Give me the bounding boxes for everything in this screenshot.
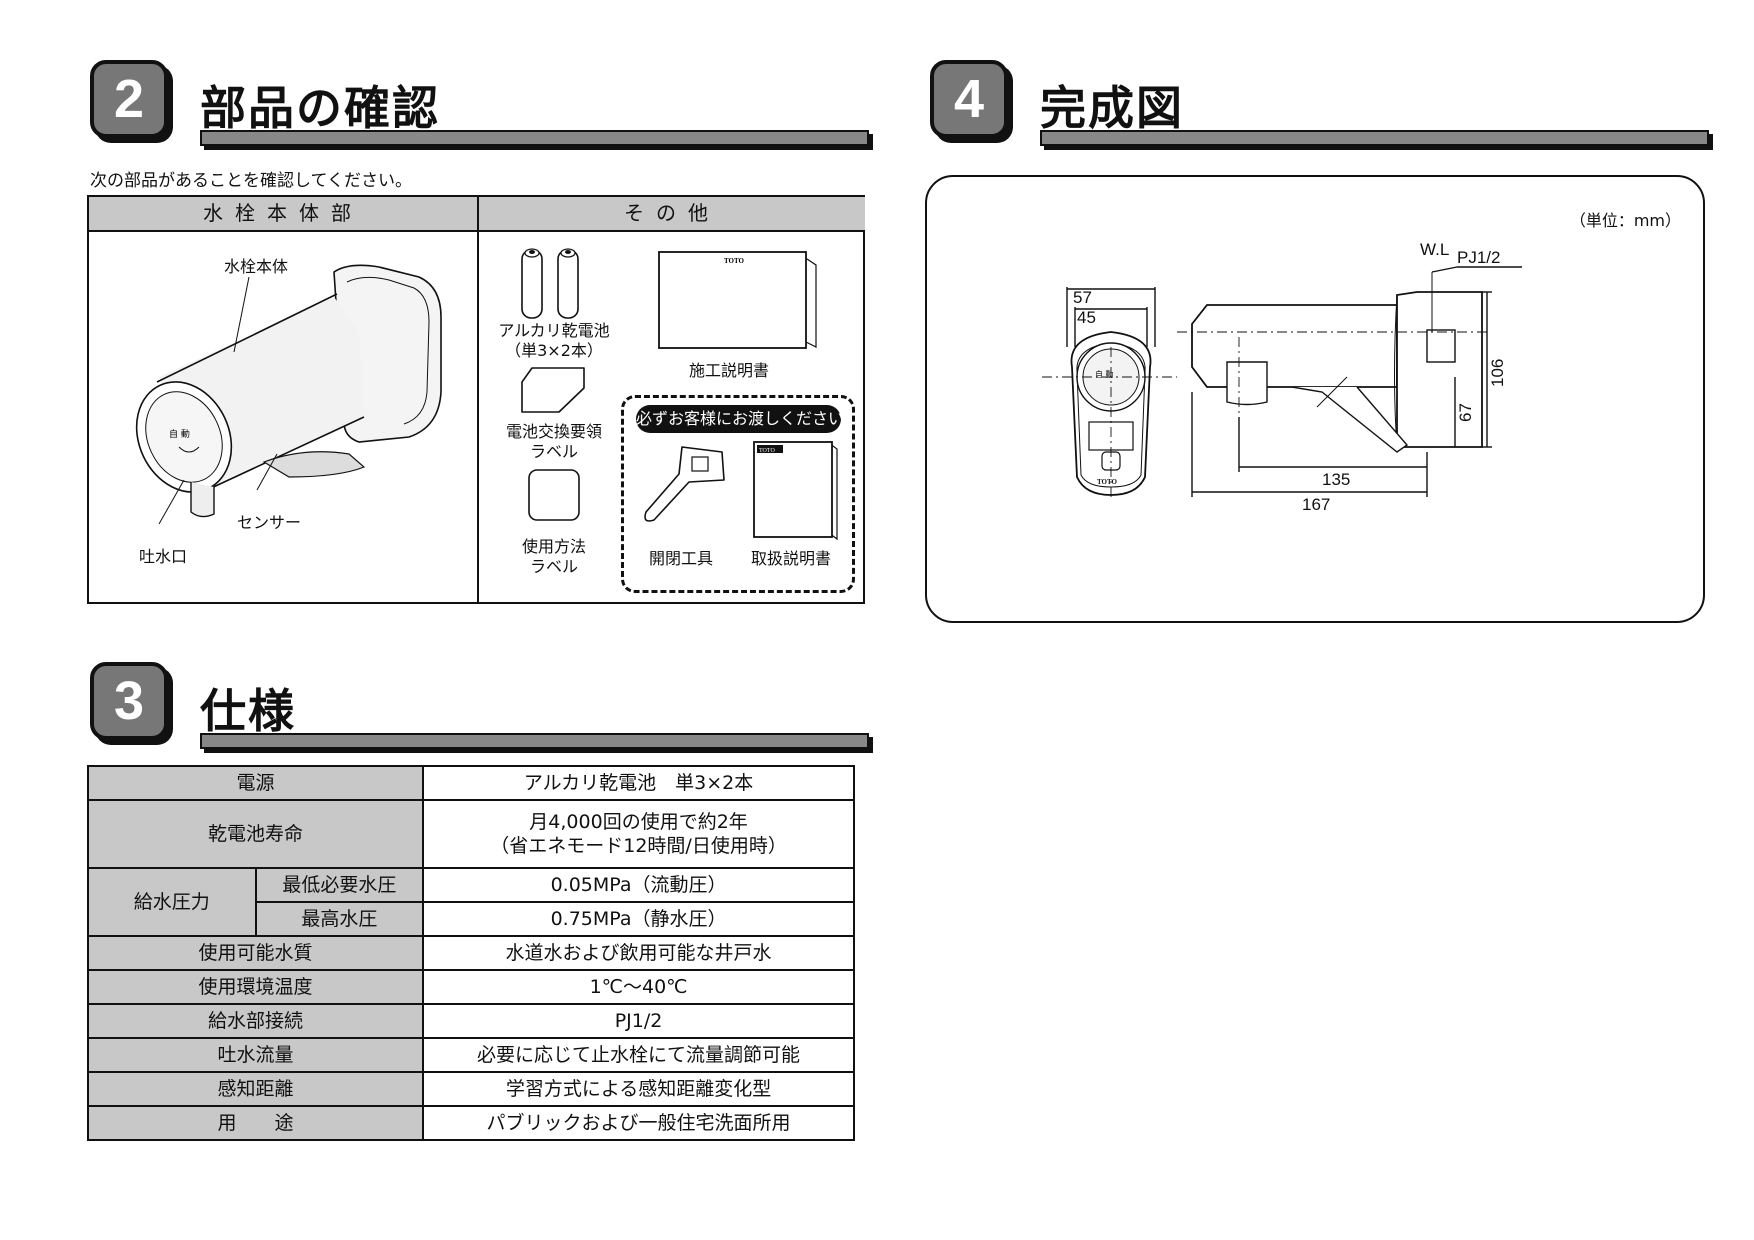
label-battery: アルカリ乾電池 （単3×2本）	[489, 321, 619, 361]
dimension-drawing-frame: （単位：mm）	[925, 175, 1705, 623]
section-3-number: 3	[90, 662, 168, 740]
spec-row: 給水圧力 最低必要水圧 0.05MPa（流動圧）	[87, 867, 855, 937]
spec-row: 使用可能水質 水道水および飲用可能な井戸水	[86, 935, 855, 971]
section-3-rule	[200, 733, 869, 749]
user-manual-brand: TOTO	[759, 448, 775, 454]
batteries-icon	[521, 248, 579, 319]
battery-label-line1: 電池交換要領	[505, 422, 602, 441]
battery-line2: （単3×2本）	[505, 341, 603, 360]
spec-row: 使用環境温度 1℃～40℃	[86, 969, 855, 1005]
spec-label: 感知距離	[86, 1071, 425, 1107]
parts-intro: 次の部品があることを確認してください。	[90, 171, 412, 191]
parts-header-left: 水栓本体部	[89, 197, 477, 232]
spec-table: 電源 アルカリ乾電池 単3×2本 乾電池寿命 月4,000回の使用で約2年 （省…	[86, 765, 855, 1141]
front-brand: TOTO	[1097, 478, 1118, 486]
opening-tool-icon	[644, 446, 725, 522]
battery-line1: アルカリ乾電池	[498, 321, 610, 340]
front-face-text: 自 動	[1095, 369, 1114, 379]
label-user-manual: 取扱説明書	[751, 549, 832, 568]
spec-row: 乾電池寿命 月4,000回の使用で約2年 （省エネモード12時間/日使用時）	[86, 799, 855, 869]
customer-handover-box	[621, 395, 855, 593]
usage-label-icon	[528, 469, 580, 521]
spec-value: 必要に応じて止水栓にて流量調節可能	[422, 1037, 855, 1073]
spec-value: 1℃～40℃	[422, 969, 855, 1005]
section-3-title: 仕様	[200, 684, 296, 738]
dim-67: 67	[1456, 403, 1475, 422]
dimension-drawing: 57 45 W.L PJ1/2 135 167 106 67 自 動 TOTO	[1042, 240, 1522, 514]
dim-wl: W.L	[1420, 240, 1449, 259]
section-2-rule	[200, 130, 869, 146]
spec-row: 感知距離 学習方式による感知距離変化型	[86, 1071, 855, 1107]
spec-value: 学習方式による感知距離変化型	[422, 1071, 855, 1107]
section-2-title: 部品の確認	[200, 81, 440, 135]
label-usage-label: 使用方法 ラベル	[504, 537, 604, 577]
spec-row: 用 途 パブリックおよび一般住宅洗面所用	[86, 1105, 855, 1141]
spec-value: パブリックおよび一般住宅洗面所用	[422, 1105, 855, 1141]
usage-label-line2: ラベル	[529, 557, 578, 576]
face-text: 自 動	[169, 428, 190, 440]
label-opening-tool: 開閉工具	[649, 549, 714, 568]
section-2-number: 2	[90, 60, 168, 138]
install-manual-icon: TOTO	[658, 251, 817, 349]
dim-57: 57	[1073, 288, 1092, 307]
spec-label: 給水部接続	[86, 1003, 425, 1039]
spec-value: 0.75MPa（静水圧）	[422, 901, 855, 937]
spec-label: 電源	[86, 765, 425, 801]
spec-row: 最高水圧 0.75MPa（静水圧）	[88, 901, 855, 937]
spec-row: 吐水流量 必要に応じて止水栓にて流量調節可能	[86, 1037, 855, 1073]
spec-label: 使用可能水質	[86, 935, 425, 971]
faucet-body-illustration: 自 動	[135, 264, 442, 525]
unit-label: （単位：mm）	[1569, 211, 1681, 230]
battery-label-icon	[521, 367, 585, 413]
spec-sublabel: 最低必要水圧	[254, 867, 425, 903]
label-faucet-body: 水栓本体	[224, 257, 289, 276]
parts-divider	[477, 197, 479, 602]
dim-pj: PJ1/2	[1457, 248, 1500, 267]
dim-106: 106	[1488, 359, 1507, 387]
spec-label: 乾電池寿命	[86, 799, 425, 869]
label-install-manual: 施工説明書	[689, 361, 770, 380]
spec-value: 水道水および飲用可能な井戸水	[422, 935, 855, 971]
spec-value-line2: （省エネモード12時間/日使用時）	[490, 835, 787, 857]
section-4-title: 完成図	[1040, 81, 1184, 135]
spec-value: 月4,000回の使用で約2年 （省エネモード12時間/日使用時）	[422, 799, 855, 869]
dim-45: 45	[1077, 308, 1096, 327]
battery-label-line2: ラベル	[529, 442, 578, 461]
spec-row: 給水部接続 PJ1/2	[86, 1003, 855, 1039]
spec-label: 使用環境温度	[86, 969, 425, 1005]
spec-row: 電源 アルカリ乾電池 単3×2本	[86, 765, 855, 801]
label-sensor: センサー	[237, 513, 302, 532]
spec-group-label: 給水圧力	[87, 867, 257, 937]
user-manual-icon: TOTO	[753, 441, 838, 541]
section-4-rule	[1040, 130, 1709, 146]
spec-sublabel: 最高水圧	[254, 901, 425, 937]
customer-banner: 必ずお客様にお渡しください	[636, 405, 844, 433]
spec-value-line1: 月4,000回の使用で約2年	[529, 811, 748, 833]
install-manual-brand: TOTO	[724, 257, 745, 265]
spec-label: 用 途	[86, 1105, 425, 1141]
spec-value: 0.05MPa（流動圧）	[422, 867, 855, 903]
section-4-number: 4	[930, 60, 1008, 138]
label-battery-label: 電池交換要領 ラベル	[494, 422, 614, 462]
dim-167: 167	[1302, 495, 1330, 514]
spec-label: 吐水流量	[86, 1037, 425, 1073]
label-spout: 吐水口	[139, 547, 188, 566]
spec-value: アルカリ乾電池 単3×2本	[422, 765, 855, 801]
usage-label-line1: 使用方法	[521, 537, 586, 556]
parts-table: 水栓本体部 その他 自 動 水栓本体 センサー 吐水口 アルカリ乾	[87, 195, 865, 604]
parts-header-right: その他	[479, 197, 865, 232]
dim-135: 135	[1322, 470, 1350, 489]
spec-value: PJ1/2	[422, 1003, 855, 1039]
